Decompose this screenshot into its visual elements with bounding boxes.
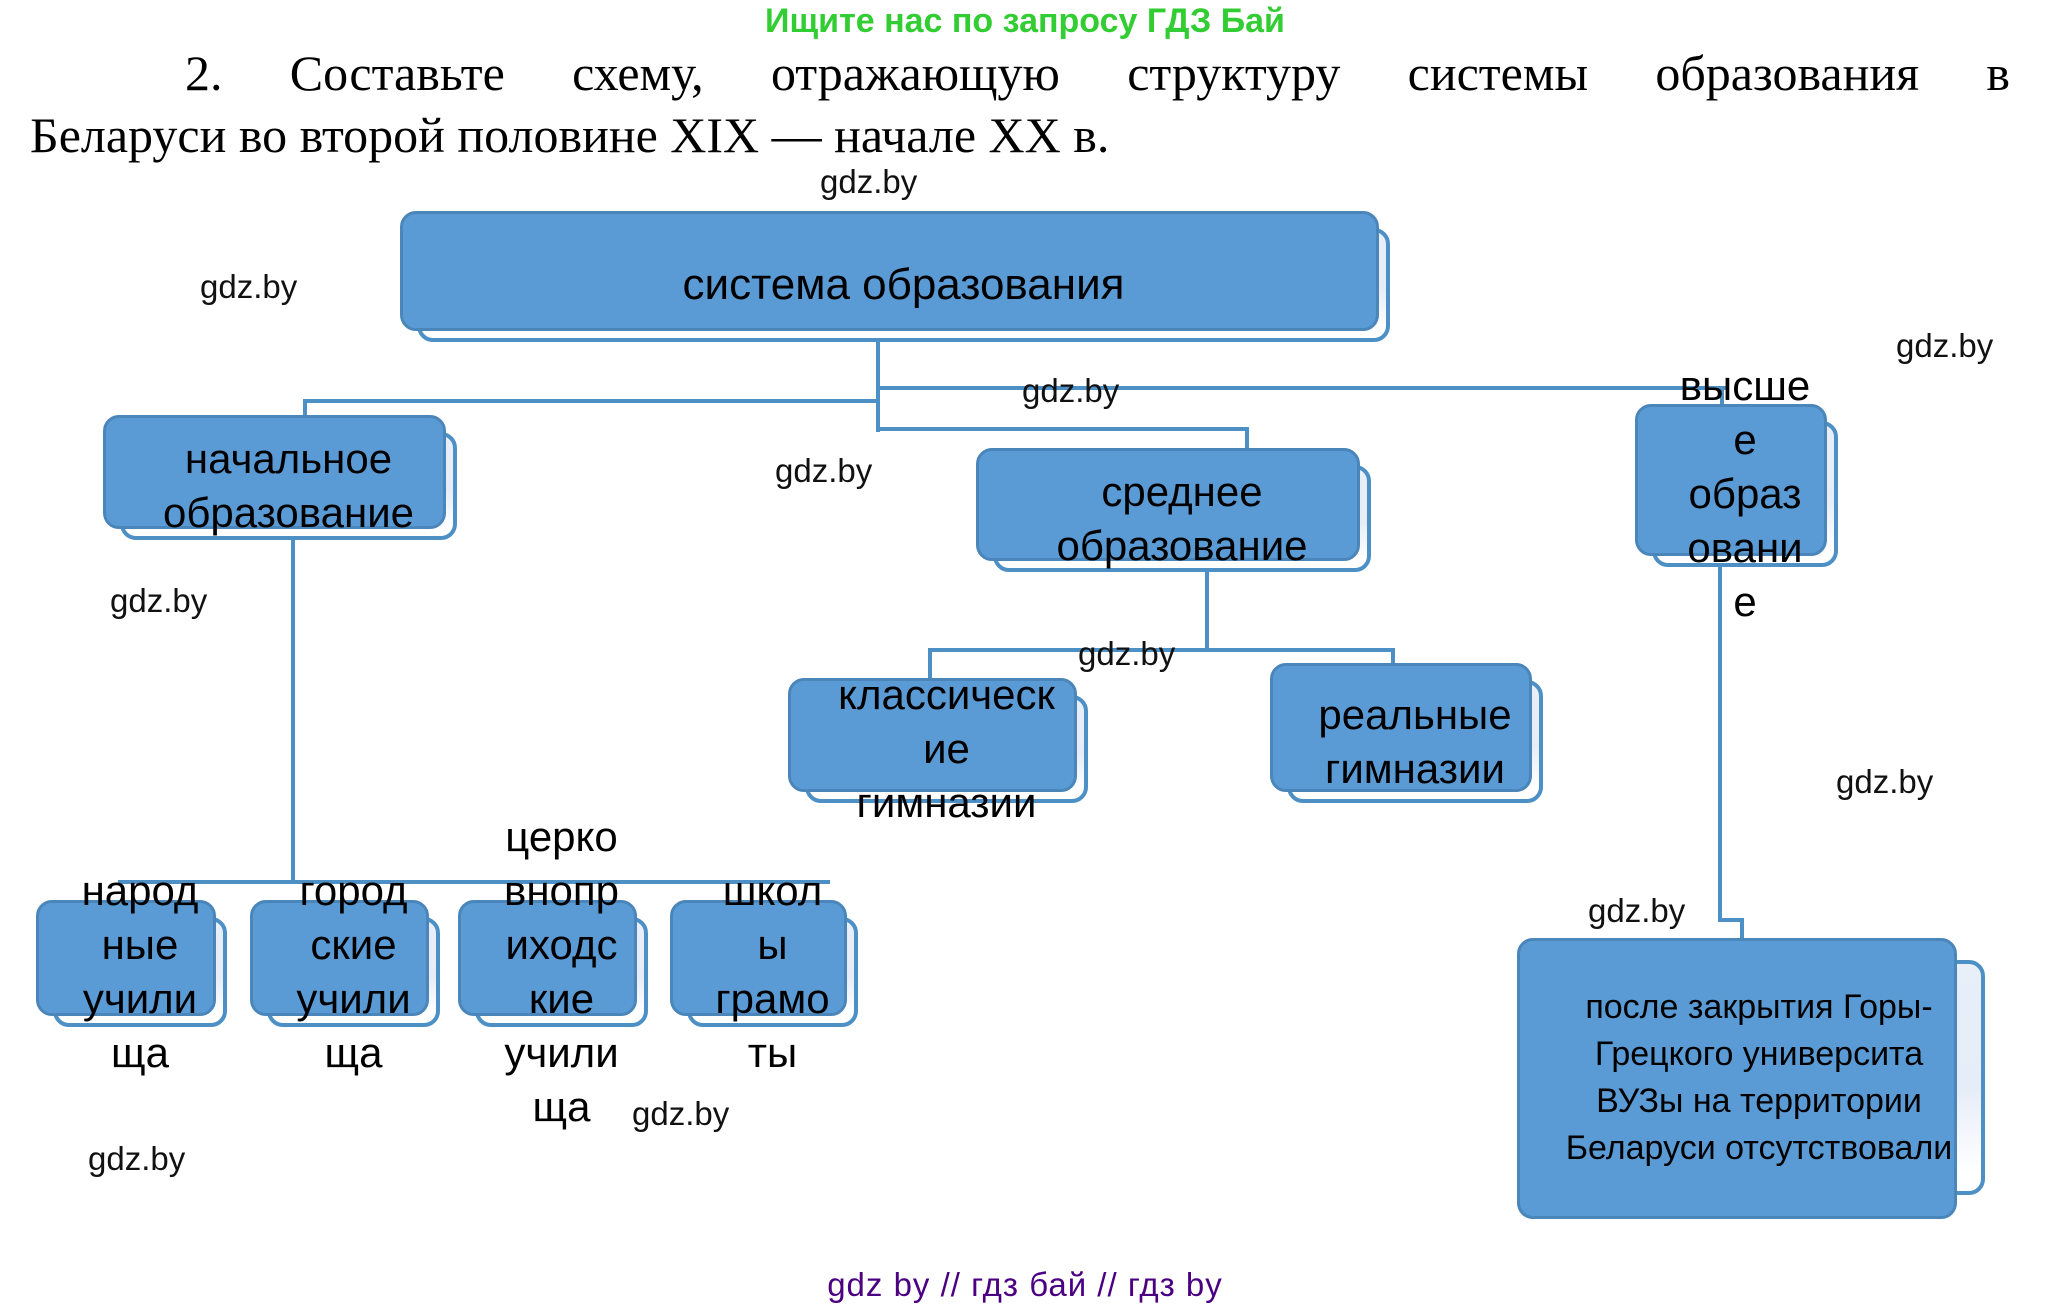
node-city-schools: город ские учили ща: [250, 867, 440, 1076]
watermark: gdz.by: [1896, 327, 1994, 364]
watermark: gdz.by: [88, 1140, 186, 1177]
watermark: gdz.by: [820, 163, 918, 200]
connector-line: [876, 427, 1249, 431]
node-classical-gymnasiums: классическ ие гимназии: [788, 671, 1088, 826]
node-label: начальное образование: [162, 435, 415, 536]
watermark: gdz.by: [1022, 372, 1120, 409]
node-label: классическ ие гимназии: [838, 671, 1055, 826]
node-education-system: система образования: [400, 211, 1390, 342]
node-label: среднее образование: [1056, 467, 1308, 569]
watermark: gdz.by: [632, 1095, 730, 1132]
node-primary-education: начальное образование: [103, 415, 457, 540]
watermark: gdz.by: [200, 268, 298, 305]
node-real-gymnasiums: реальные гимназии: [1270, 663, 1543, 803]
connector-line: [118, 880, 830, 884]
connector-line: [876, 386, 1726, 390]
watermark: gdz.by: [110, 582, 208, 619]
node-universities-note: после закрытия Горы- Грецкого университа…: [1517, 938, 1985, 1219]
node-parochial-schools: церко внопр иходс кие учили ща: [458, 813, 648, 1130]
node-label: система образования: [682, 260, 1125, 309]
watermark: gdz.by: [1588, 892, 1686, 929]
node-literacy-schools: школ ы грамо ты: [670, 867, 858, 1076]
connector-line: [928, 648, 1395, 652]
node-label: после закрытия Горы- Грецкого университа…: [1565, 987, 1953, 1167]
watermark: gdz.by: [775, 452, 873, 489]
node-secondary-education: среднее образование: [976, 448, 1371, 572]
connector-line: [1718, 565, 1722, 922]
node-higher-education: высше е образ овани е: [1635, 362, 1838, 625]
task-text-line1: 2. Составьте схему, отражающую структуру…: [185, 45, 2010, 101]
watermark: gdz.by: [1078, 635, 1176, 672]
connector-line: [1205, 570, 1209, 652]
node-label: церко внопр иходс кие учили ща: [504, 813, 619, 1130]
watermark: gdz.by: [1836, 763, 1934, 800]
node-label: реальные гимназии: [1318, 690, 1512, 792]
task-text-line2: Беларуси во второй половине XIX — начале…: [30, 107, 1110, 163]
node-label: высше е образ овани е: [1679, 362, 1811, 625]
node-label: школ ы грамо ты: [715, 867, 830, 1076]
node-label: народ ные учили ща: [81, 867, 199, 1076]
connector-line: [928, 648, 932, 698]
connector-line: [303, 399, 880, 403]
promo-banner: Ищите нас по запросу ГДЗ Бай: [765, 2, 1285, 40]
node-label: город ские учили ща: [296, 867, 411, 1076]
connector-line: [291, 538, 295, 884]
node-public-schools: народ ные учили ща: [36, 867, 227, 1076]
connector-line: [1718, 918, 1744, 922]
footer-watermark: gdz by // гдз бай // гдз by: [827, 1266, 1223, 1303]
